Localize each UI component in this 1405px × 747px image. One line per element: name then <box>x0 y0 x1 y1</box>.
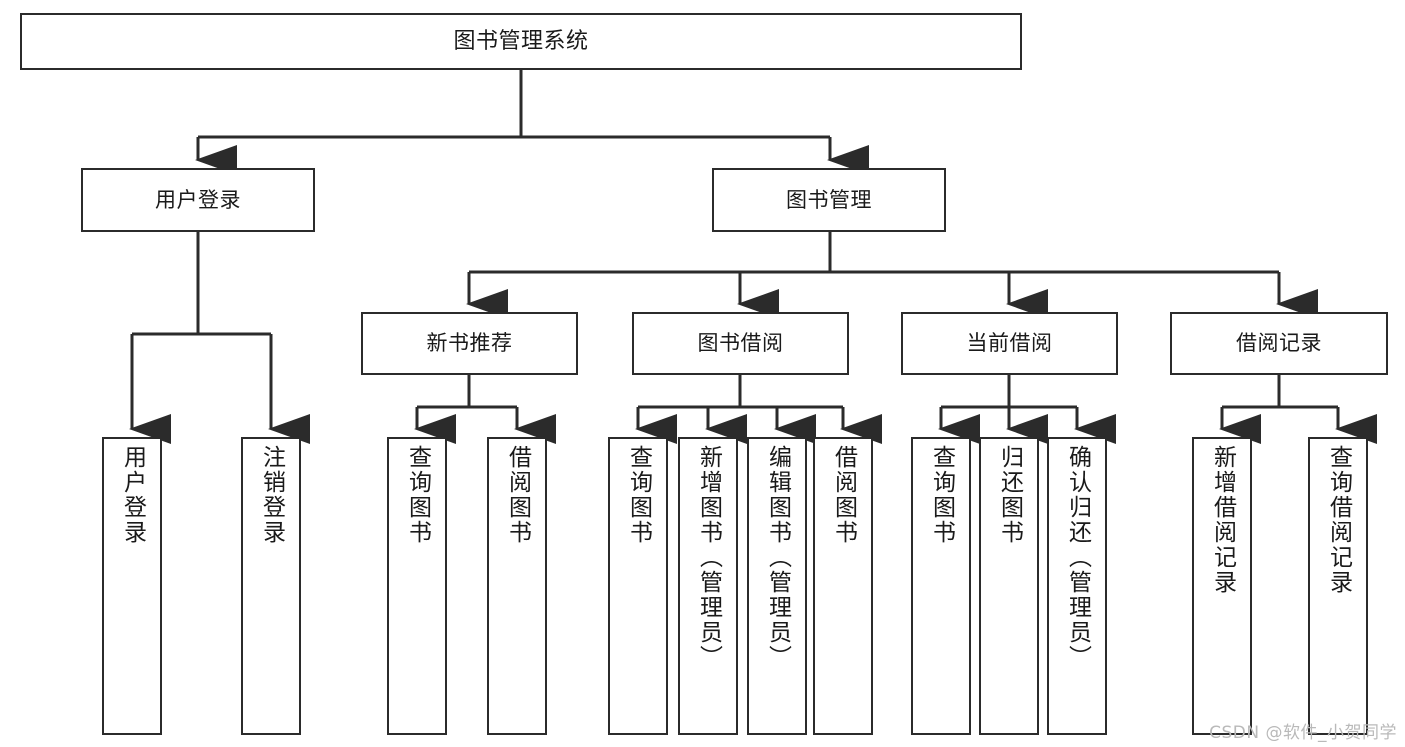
leaf-borrow-borrow-book[interactable]: 借阅图书 <box>813 437 873 735</box>
node-label: 查询借阅记录 <box>1325 445 1352 595</box>
leaf-borrow-add-book-admin[interactable]: 新增图书（管理员） <box>678 437 738 735</box>
node-label: 当前借阅 <box>966 331 1053 356</box>
node-label: 用户登录 <box>155 187 241 212</box>
leaf-record-query-borrow-record[interactable]: 查询借阅记录 <box>1308 437 1368 735</box>
node-book-management[interactable]: 图书管理 <box>712 168 946 232</box>
leaf-borrow-query-book[interactable]: 查询图书 <box>608 437 668 735</box>
leaf-recommend-borrow-book[interactable]: 借阅图书 <box>487 437 547 735</box>
node-label: 新书推荐 <box>426 331 513 356</box>
node-label: 编辑图书（管理员） <box>764 445 791 670</box>
leaf-current-confirm-return-admin[interactable]: 确认归还（管理员） <box>1047 437 1107 735</box>
node-label: 查询图书 <box>625 445 652 545</box>
leaf-current-query-book[interactable]: 查询图书 <box>911 437 971 735</box>
node-label: 图书管理 <box>786 187 872 212</box>
node-label: 新增图书（管理员） <box>695 445 722 670</box>
node-label: 查询图书 <box>404 445 431 545</box>
csdn-watermark: CSDN @软件_小贺同学 <box>1209 723 1397 743</box>
leaf-user-logout[interactable]: 注销登录 <box>241 437 301 735</box>
node-label: 确认归还（管理员） <box>1064 445 1091 670</box>
node-label: 注销登录 <box>258 445 285 545</box>
leaf-record-add-borrow-record[interactable]: 新增借阅记录 <box>1192 437 1252 735</box>
leaf-recommend-query-book[interactable]: 查询图书 <box>387 437 447 735</box>
node-current-borrow[interactable]: 当前借阅 <box>901 312 1118 375</box>
node-label: 用户登录 <box>119 445 146 545</box>
node-label: 图书管理系统 <box>453 28 589 54</box>
node-label: 查询图书 <box>928 445 955 545</box>
node-label: 借阅图书 <box>504 445 531 545</box>
leaf-current-return-book[interactable]: 归还图书 <box>979 437 1039 735</box>
node-label: 借阅图书 <box>830 445 857 545</box>
node-label: 新增借阅记录 <box>1209 445 1236 595</box>
leaf-borrow-edit-book-admin[interactable]: 编辑图书（管理员） <box>747 437 807 735</box>
node-root-book-management-system[interactable]: 图书管理系统 <box>20 13 1022 70</box>
node-user-login[interactable]: 用户登录 <box>81 168 315 232</box>
node-label: 图书借阅 <box>697 331 784 356</box>
node-book-borrow[interactable]: 图书借阅 <box>632 312 849 375</box>
node-label: 借阅记录 <box>1236 331 1322 356</box>
node-borrow-record[interactable]: 借阅记录 <box>1170 312 1388 375</box>
leaf-user-login[interactable]: 用户登录 <box>102 437 162 735</box>
node-label: 归还图书 <box>996 445 1023 545</box>
node-new-book-recommend[interactable]: 新书推荐 <box>361 312 578 375</box>
